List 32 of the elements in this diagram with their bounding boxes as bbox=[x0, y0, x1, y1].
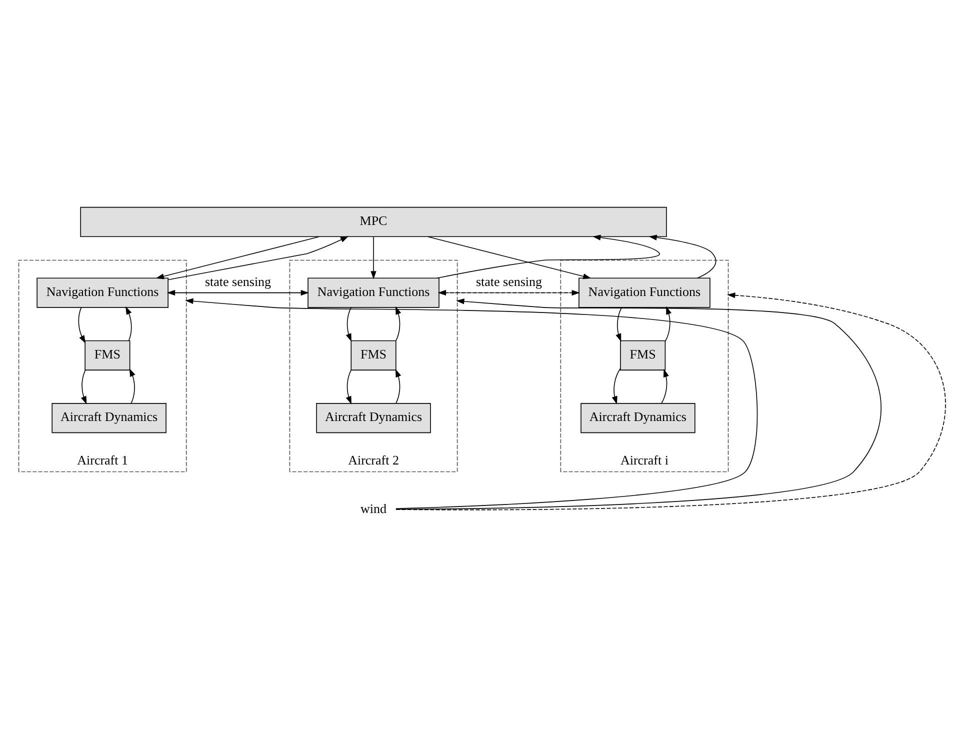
edge-label: state sensing bbox=[204, 274, 271, 289]
arrow bbox=[611, 368, 620, 404]
arrow bbox=[155, 236, 319, 279]
arrow bbox=[345, 369, 352, 404]
arrow bbox=[370, 236, 376, 279]
node-box: Aircraft Dynamics bbox=[580, 402, 695, 433]
edge-label: state sensing bbox=[475, 274, 542, 289]
arrow bbox=[394, 368, 401, 404]
node-box: Navigation Functions bbox=[36, 277, 168, 308]
arrow bbox=[167, 236, 348, 280]
node-box: Aircraft Dynamics bbox=[51, 402, 166, 433]
arrow bbox=[125, 306, 132, 341]
arrow bbox=[648, 234, 716, 278]
arrow bbox=[128, 368, 135, 404]
arrow bbox=[615, 306, 622, 342]
node-box: Aircraft Dynamics bbox=[316, 402, 430, 433]
arrow bbox=[660, 368, 668, 404]
arrow bbox=[345, 306, 352, 342]
arrow bbox=[394, 306, 401, 341]
arrow bbox=[78, 306, 86, 344]
arrow bbox=[664, 306, 672, 342]
node-box: MPC bbox=[80, 206, 666, 237]
node-box: Navigation Functions bbox=[578, 277, 710, 308]
arrow bbox=[427, 236, 591, 279]
node-text: wind bbox=[360, 500, 386, 516]
node-box: FMS bbox=[620, 340, 666, 370]
node-box: FMS bbox=[84, 340, 130, 370]
arrow bbox=[184, 298, 758, 509]
arrow bbox=[436, 234, 660, 278]
node-box: FMS bbox=[350, 340, 396, 370]
arrow bbox=[80, 369, 86, 404]
node-box: Navigation Functions bbox=[307, 277, 439, 308]
